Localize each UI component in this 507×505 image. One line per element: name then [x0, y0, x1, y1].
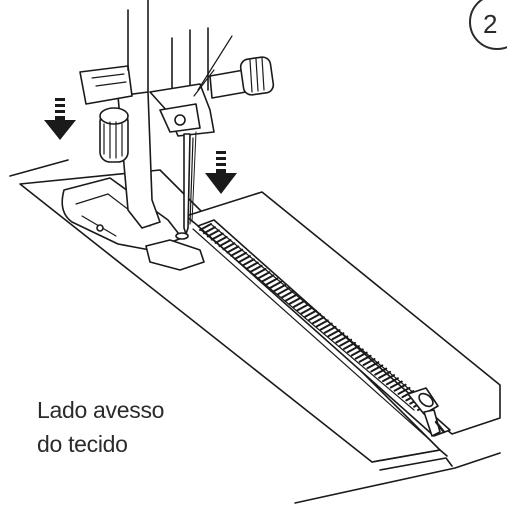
zipper-tooth [273, 284, 286, 293]
zipper-tooth [385, 377, 399, 386]
zipper-tooth [343, 341, 356, 350]
zipper [192, 219, 451, 441]
zipper-tooth [339, 338, 353, 347]
fabric-fold-edge-1 [371, 449, 448, 463]
zipper-teeth [199, 223, 430, 411]
zipper-tape-edge [192, 228, 431, 441]
zipper-tooth [315, 319, 329, 328]
zipper-tooth [249, 264, 263, 273]
zipper-tooth [358, 354, 372, 363]
zipper-tooth [397, 386, 411, 395]
fabric-fold-edge-3 [294, 452, 501, 504]
zipper-tooth [202, 226, 216, 235]
zipper-stop [434, 420, 446, 434]
zipper-tooth [354, 351, 368, 360]
needle-assembly [127, 0, 233, 240]
zipper-tooth [346, 345, 360, 354]
zipper-tooth [253, 268, 267, 276]
zipper-tooth [257, 271, 271, 280]
zipper-tooth [269, 280, 283, 289]
zipper-tooth [241, 258, 255, 267]
zipper-tooth [226, 245, 240, 254]
arrow-down-icon [205, 151, 237, 194]
zipper-tooth [296, 303, 310, 312]
zipper-tooth [284, 293, 298, 302]
zipper-tooth [308, 313, 321, 321]
needle [183, 133, 191, 235]
fabric-side-label: Lado avesso do tecido [37, 393, 164, 461]
presser-foot-sole [61, 177, 183, 251]
zipper-tooth [237, 255, 251, 264]
zipper-tooth [261, 274, 275, 283]
zipper-tooth [362, 358, 376, 366]
zipper-tooth [276, 287, 290, 296]
zipper-tooth [304, 309, 318, 318]
zipper-tooth [319, 322, 333, 331]
zipper-tooth [378, 370, 392, 379]
fabric-side-label-line-1: Lado avesso [37, 397, 165, 423]
zipper-tooth [300, 306, 314, 315]
presser-foot-screw [99, 107, 129, 163]
zipper-chain-left [200, 229, 415, 411]
zipper-tooth [382, 374, 395, 383]
zipper-tooth [350, 348, 364, 357]
thread-guide-knob [209, 56, 275, 99]
zipper-tooth [370, 364, 384, 373]
zipper-tooth [331, 332, 345, 341]
zipper-tooth [199, 223, 212, 231]
zipper-slider [407, 387, 441, 437]
zipper-tooth [288, 296, 302, 305]
zipper-tooth [366, 361, 380, 370]
fabric-edge-top [9, 159, 69, 177]
zipper-tooth [230, 248, 244, 257]
presser-foot-toe [145, 239, 205, 271]
zipper-chain-right [211, 224, 428, 405]
zipper-tooth [311, 316, 325, 325]
zipper-tooth [389, 380, 403, 389]
zipper-tooth [210, 232, 224, 241]
zipper-tooth [206, 229, 220, 238]
fabric-fold-edge-2 [379, 457, 453, 471]
zipper-tooth [323, 325, 337, 334]
arrow-down-icon [44, 98, 76, 140]
zipper-tooth [234, 251, 247, 260]
zipper-tooth [327, 329, 341, 338]
zipper-tooth [218, 239, 232, 248]
zipper-tooth [292, 300, 306, 309]
zipper-tooth [265, 277, 279, 286]
zipper-tooth [374, 367, 388, 376]
zipper-tooth [393, 383, 407, 392]
zipper-tooth [245, 261, 259, 270]
zipper-tooth [335, 335, 349, 344]
zipper-tooth [214, 235, 228, 244]
zipper-tooth [280, 290, 294, 299]
zipper-tooth [222, 242, 236, 251]
fabric-side-label-line-2: do tecido [37, 431, 128, 457]
